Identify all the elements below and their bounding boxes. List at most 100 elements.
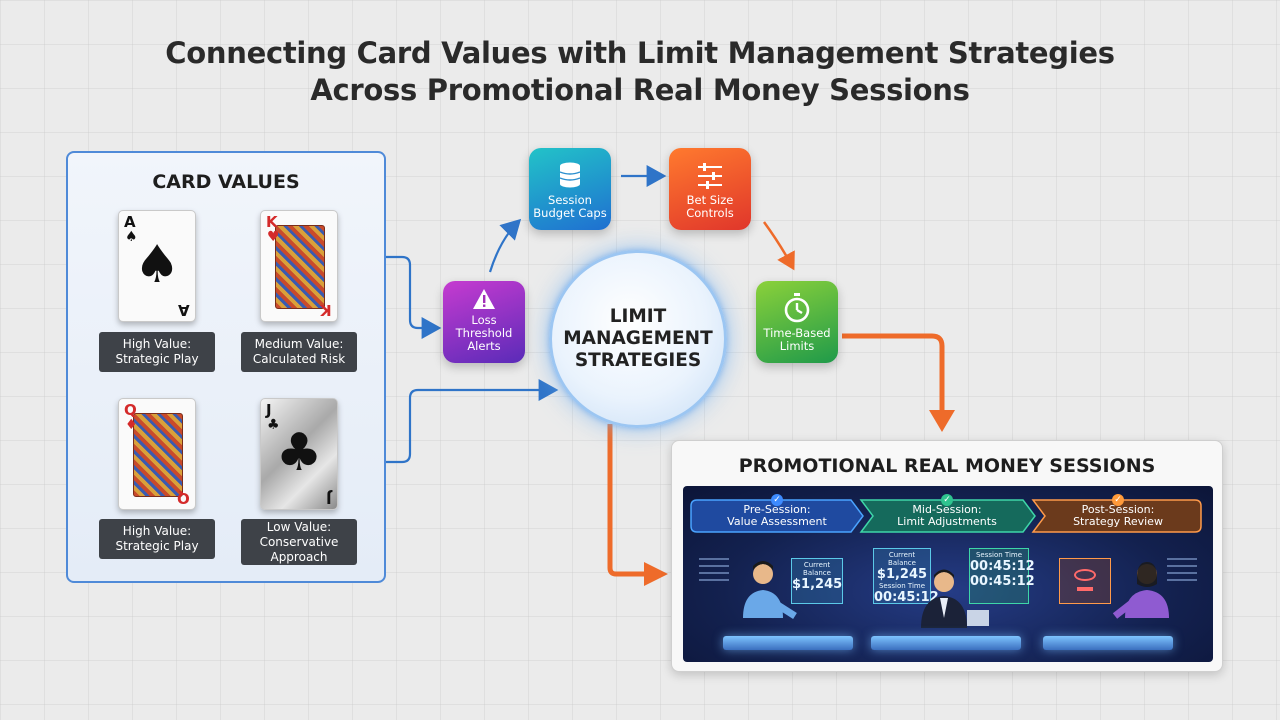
- sessions-panel: PROMOTIONAL REAL MONEY SESSIONS ✓ Pre-Se…: [671, 440, 1223, 672]
- tile-text: Session: [548, 193, 592, 207]
- label-line: Low Value:: [266, 519, 332, 534]
- card-label: High Value:Strategic Play: [99, 332, 215, 372]
- arrow-bet-to-time: [762, 221, 795, 271]
- stage-text: Value Assessment: [727, 515, 827, 528]
- card-ace-of-spades: A ♠ ♠ A: [118, 210, 196, 322]
- card-jack-of-clubs: J ♣ ♣ J: [260, 398, 338, 510]
- tile-loss-threshold-alerts: Loss Threshold Alerts: [443, 281, 525, 363]
- sessions-title: PROMOTIONAL REAL MONEY SESSIONS: [738, 455, 1156, 477]
- desk: [871, 636, 1021, 650]
- eye-icon: [1074, 569, 1096, 581]
- label-line: Medium Value:: [254, 337, 344, 351]
- tile-text: Alerts: [467, 339, 501, 353]
- tile-bet-size-controls: Bet Size Controls: [669, 148, 751, 230]
- tile-text: Bet Size: [686, 193, 734, 207]
- warning-icon: [473, 289, 495, 309]
- arrow-hub-to-sessions: [607, 424, 644, 577]
- check-icon: ✓: [1112, 494, 1124, 506]
- sessions-illustration: ✓ Pre-Session:Value Assessment ✓ Mid-Ses…: [683, 486, 1213, 662]
- spade-icon: ♠: [133, 235, 181, 295]
- hub-limit-management-strategies: LIMIT MANAGEMENT STRATEGIES: [549, 250, 727, 428]
- tile-time-based-limits: Time-Based Limits: [756, 281, 838, 363]
- card-rank: J: [266, 401, 272, 419]
- stopwatch-icon: [784, 293, 810, 323]
- card-values-title: CARD VALUES: [152, 171, 300, 193]
- check-icon: ✓: [771, 494, 783, 506]
- diamond-icon: ♦: [125, 417, 138, 433]
- card-rank-bottom: Q: [177, 489, 190, 507]
- screen-value: $1,245: [792, 577, 843, 592]
- card-king-of-hearts: K ♥ K: [260, 210, 338, 322]
- screen-value: $1,245: [876, 567, 928, 582]
- review-badge: [1077, 587, 1093, 591]
- balance-screen-mid: Current Balance $1,245 Session Time 00:4…: [873, 548, 939, 605]
- face-card-art: [133, 413, 183, 497]
- desk: [1043, 636, 1173, 650]
- operator-right-figure: [1112, 562, 1169, 619]
- card-label: Medium Value:Calculated Risk: [241, 332, 357, 372]
- club-icon: ♣: [267, 417, 280, 433]
- screen-value: 00:45:12: [970, 559, 1035, 574]
- stage-post-session: ✓ Post-Session:Strategy Review: [1035, 494, 1201, 532]
- tile-text: Threshold: [455, 326, 513, 340]
- card-rank: Q: [124, 401, 137, 419]
- tile-session-budget-caps: Session Budget Caps: [529, 148, 611, 230]
- label-line: Strategic Play: [115, 539, 199, 553]
- card-rank-bottom: A: [178, 301, 190, 319]
- screen-label: Session Time: [878, 582, 926, 590]
- stage-text: Post-Session:: [1081, 503, 1155, 516]
- label-line: Strategic Play: [115, 352, 199, 366]
- label-line: High Value:: [122, 524, 192, 538]
- tile-text: Time-Based: [763, 326, 831, 340]
- tile-text: Loss: [471, 313, 497, 327]
- screen-value: 00:45:12: [874, 590, 939, 605]
- spade-icon: ♠: [125, 229, 138, 245]
- label-line: Calculated Risk: [252, 352, 346, 366]
- balance-screen-left: Current Balance $1,245: [791, 558, 843, 604]
- card-rank-bottom: K: [320, 301, 332, 319]
- arrow-cards-to-hub: [346, 379, 559, 464]
- screen-label: Current Balance: [888, 551, 916, 567]
- card-values-panel: CARD VALUES A ♠ ♠ A High Value:Strategic…: [66, 151, 386, 583]
- card-rank: A: [124, 213, 136, 231]
- operator-center-figure: [921, 569, 989, 628]
- screen-label: Current Balance: [803, 561, 831, 577]
- tile-text: Budget Caps: [533, 206, 607, 220]
- page-title-line-2: Across Promotional Real Money Sessions: [310, 73, 970, 107]
- club-icon: ♣: [275, 423, 323, 483]
- card-queen-of-diamonds: Q ♦ Q: [118, 398, 196, 510]
- heart-icon: ♥: [267, 229, 280, 245]
- decor-lines: [1167, 558, 1197, 586]
- stage-text: Strategy Review: [1073, 515, 1163, 528]
- screen-value: 00:45:12: [970, 574, 1035, 589]
- arrow-loss-to-budget: [488, 218, 522, 273]
- coin-stack-icon: [559, 162, 581, 188]
- stage-mid-session: ✓ Mid-Session:Limit Adjustments: [863, 494, 1031, 532]
- check-icon: ✓: [941, 494, 953, 506]
- tile-text: Controls: [686, 206, 734, 220]
- label-line: High Value:: [122, 337, 192, 351]
- label-line: Approach: [270, 549, 328, 564]
- stage-chevrons: [690, 499, 1202, 533]
- arrow-time-to-sessions: [842, 333, 945, 410]
- arrow-cards-to-loss: [346, 255, 442, 339]
- hub-text: STRATEGIES: [574, 350, 702, 371]
- page-title-line-1: Connecting Card Values with Limit Manage…: [165, 36, 1115, 70]
- desk: [723, 636, 853, 650]
- time-screen-right: Session Time 00:45:12 00:45:12: [969, 548, 1035, 604]
- card-rank: K: [266, 213, 278, 231]
- stage-text: Limit Adjustments: [897, 515, 997, 528]
- stage-text: Pre-Session:: [743, 503, 811, 516]
- arrow-time-to-sessions-head: [929, 410, 955, 432]
- operator-left-figure: [743, 561, 797, 619]
- stage-pre-session: ✓ Pre-Session:Value Assessment: [693, 494, 861, 532]
- tile-text: Limits: [779, 339, 815, 353]
- face-card-art: [275, 225, 325, 309]
- stage-text: Mid-Session:: [912, 503, 982, 516]
- arrow-hub-to-sessions-head: [644, 562, 668, 586]
- label-line: Conservative: [259, 534, 339, 549]
- review-screen: [1059, 558, 1111, 604]
- card-rank-bottom: J: [326, 489, 332, 507]
- slider-icon: [698, 163, 722, 189]
- hub-text: MANAGEMENT: [563, 328, 713, 349]
